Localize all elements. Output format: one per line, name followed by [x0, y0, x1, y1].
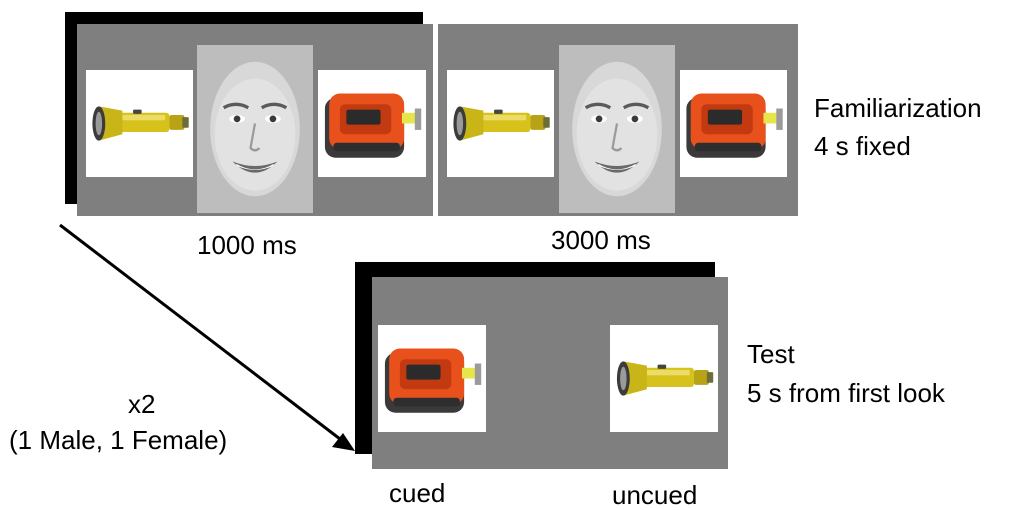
test-frame: [372, 277, 728, 469]
face-image: [197, 45, 313, 213]
tape-measure-image: [378, 325, 486, 432]
tape-measure-image: [318, 70, 426, 177]
test-subtitle: 5 s from first look: [747, 378, 945, 408]
frame-2-duration-label: 3000 ms: [551, 225, 651, 255]
flashlight-image: [447, 70, 554, 177]
familiarization-subtitle: 4 s fixed: [814, 131, 911, 161]
sequence-arrow: [59, 223, 355, 451]
face-image: [559, 45, 675, 213]
frame-1-duration-label: 1000 ms: [197, 230, 297, 260]
repeat-count-label: x2: [128, 389, 156, 419]
flashlight-image: [86, 70, 193, 177]
uncued-label: uncued: [612, 480, 698, 510]
tape-measure-image: [680, 70, 787, 177]
familiarization-frame-1: [77, 24, 433, 216]
familiarization-frame-2: [438, 24, 798, 216]
familiarization-title: Familiarization: [814, 93, 982, 123]
cued-label: cued: [389, 478, 446, 508]
repeat-detail-label: (1 Male, 1 Female): [9, 425, 228, 455]
test-title: Test: [747, 339, 795, 369]
flashlight-image: [610, 325, 718, 432]
